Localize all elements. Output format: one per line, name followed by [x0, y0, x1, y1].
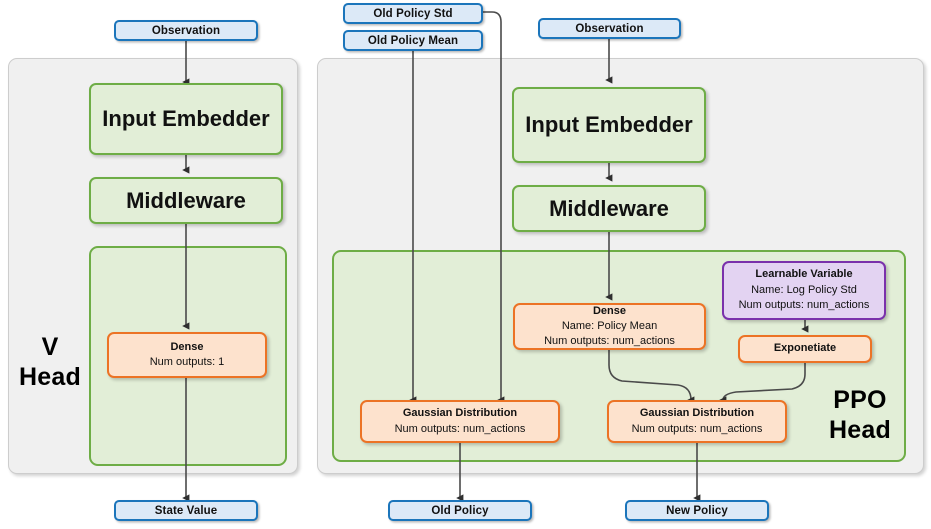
input-old-policy-mean-label: Old Policy Mean	[367, 34, 459, 47]
output-state-value[interactable]: State Value	[114, 500, 258, 521]
ppo-head-label-line1: PPO	[833, 386, 887, 414]
v-head-dense[interactable]: Dense Num outputs: 1	[107, 332, 267, 378]
input-observation-v-label: Observation	[151, 24, 221, 37]
output-old-policy-label: Old Policy	[431, 504, 489, 517]
ppo-head-group-label: PPO Head	[820, 386, 900, 445]
output-new-policy[interactable]: New Policy	[625, 500, 769, 521]
v-head-dense-title: Dense	[170, 340, 204, 353]
output-old-policy[interactable]: Old Policy	[388, 500, 532, 521]
v-head-input-embedder-label: Input Embedder	[102, 106, 270, 131]
exponetiate-title: Exponetiate	[773, 342, 837, 355]
input-old-policy-std-label: Old Policy Std	[373, 7, 453, 20]
ppo-head-dense-policy-mean[interactable]: Dense Name: Policy Mean Num outputs: num…	[513, 303, 706, 350]
learnable-variable-title: Learnable Variable	[755, 268, 853, 281]
input-old-policy-std[interactable]: Old Policy Std	[343, 3, 483, 24]
ppo-head-learnable-variable[interactable]: Learnable Variable Name: Log Policy Std …	[722, 261, 886, 320]
ppo-head-input-embedder-label: Input Embedder	[525, 112, 693, 137]
gaussian-old-num-outputs: Num outputs: num_actions	[394, 422, 526, 435]
v-head-dense-num-outputs: Num outputs: 1	[149, 356, 225, 368]
ppo-head-middleware[interactable]: Middleware	[512, 185, 706, 232]
input-observation-v[interactable]: Observation	[114, 20, 258, 41]
gaussian-old-title: Gaussian Distribution	[402, 407, 518, 420]
input-observation-ppo[interactable]: Observation	[538, 18, 681, 39]
v-head-middleware-label: Middleware	[126, 187, 246, 213]
learnable-variable-name: Name: Log Policy Std	[751, 283, 857, 296]
output-new-policy-label: New Policy	[666, 504, 728, 517]
ppo-head-middleware-label: Middleware	[549, 195, 669, 221]
ppo-head-gaussian-new[interactable]: Gaussian Distribution Num outputs: num_a…	[607, 400, 787, 443]
gaussian-new-title: Gaussian Distribution	[639, 407, 755, 420]
ppo-head-gaussian-old[interactable]: Gaussian Distribution Num outputs: num_a…	[360, 400, 560, 443]
input-observation-ppo-label: Observation	[575, 22, 644, 35]
v-head-middleware[interactable]: Middleware	[89, 177, 283, 224]
v-head-group-label: V Head	[14, 333, 86, 392]
ppo-head-input-embedder[interactable]: Input Embedder	[512, 87, 706, 163]
ppo-head-label-line2: Head	[829, 415, 891, 444]
learnable-variable-num-outputs: Num outputs: num_actions	[738, 299, 870, 312]
ppo-head-dense-num-outputs: Num outputs: num_actions	[544, 335, 675, 348]
gaussian-new-num-outputs: Num outputs: num_actions	[631, 422, 763, 435]
input-old-policy-mean[interactable]: Old Policy Mean	[343, 30, 483, 51]
v-head-input-embedder[interactable]: Input Embedder	[89, 83, 283, 155]
ppo-head-dense-title: Dense	[592, 304, 627, 317]
v-head-label-line1: V	[41, 333, 59, 361]
ppo-head-exponetiate[interactable]: Exponetiate	[738, 335, 872, 363]
ppo-head-dense-name: Name: Policy Mean	[561, 319, 658, 332]
v-head-label-line2: Head	[19, 362, 81, 391]
output-state-value-label: State Value	[154, 504, 218, 517]
